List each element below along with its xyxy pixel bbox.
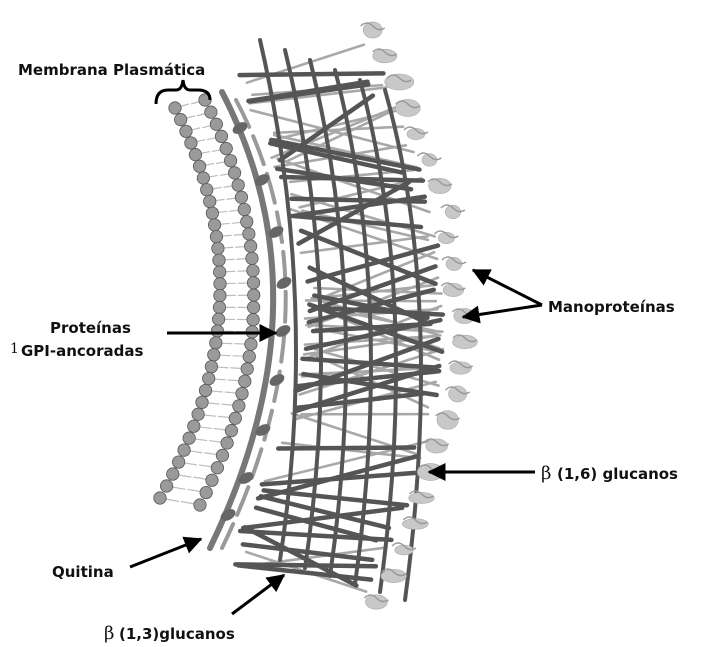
lipid-head [232,179,244,191]
mannoprotein-arrow-lower [463,305,542,317]
lipid-head [206,207,218,219]
lipid-head [200,486,212,498]
lipid-head [189,148,201,160]
lipid-head [247,313,259,325]
lipid-head [160,480,172,492]
lipid-head [247,301,259,313]
lipid-head [247,277,259,289]
lipid-head [188,420,200,432]
lipid-head [212,313,224,325]
beta-1-3-symbol: β [104,623,114,644]
lipid-head [212,242,224,254]
lipid-head [211,462,223,474]
lipid-head [213,266,225,278]
lipid-head [216,449,228,461]
lipid-head [201,184,213,196]
lipid-head [202,372,214,384]
lipid-head [194,499,206,511]
membrane-label: Membrana Plasmática [18,61,205,79]
lipid-head [229,412,241,424]
lipid-head [183,432,195,444]
mannoproteins-label: Manoproteínas [548,298,675,316]
lipid-head [169,102,181,114]
lipid-head [247,264,259,276]
plasma-membrane-bilayer [154,94,260,511]
gpi-proteins-label-line1: Proteínas [50,319,131,337]
beta-1-3-label: (1,3)glucanos [119,625,235,643]
lipid-head [192,408,204,420]
lipid-head [236,387,248,399]
mannoprotein-arrow-upper [473,270,542,305]
lipid-head [214,278,226,290]
lipid-head [180,125,192,137]
lipid-head [233,400,245,412]
lipid-head [196,396,208,408]
beta-1-3-arrow [232,575,284,614]
gpi-proteins-footnote: 1 [10,341,19,357]
lipid-head [221,437,233,449]
lipid-head [206,474,218,486]
beta-1-6-symbol: β [541,463,551,484]
lipid-head [154,492,166,504]
lipid-head [213,301,225,313]
lipid-head [204,195,216,207]
lipid-head [193,160,205,172]
lipid-head [243,228,255,240]
gpi-proteins-label-line2: GPI-ancoradas [21,342,143,360]
lipid-head [210,118,222,130]
lipid-head [208,219,220,231]
lipid-head [205,360,217,372]
lipid-head [205,106,217,118]
lipid-head [235,191,247,203]
glucan-fiber-dark [292,216,421,227]
lipid-head [224,155,236,167]
lipid-head [172,456,184,468]
lipid-head [174,113,186,125]
beta-1-6-label: (1,6) glucanos [557,465,678,483]
lipid-head [197,172,209,184]
lipid-head [210,337,222,349]
chitin-label: Quitina [52,563,114,581]
lipid-head [246,252,258,264]
lipid-head [199,384,211,396]
lipid-head [245,338,257,350]
lipid-head [239,375,251,387]
lipid-head [248,289,260,301]
lipid-head [228,167,240,179]
chitin-arrow [130,539,201,567]
lipid-head [225,424,237,436]
lipid-head [241,215,253,227]
lipid-head [208,349,220,361]
lipid-head [214,289,226,301]
lipid-head [210,230,222,242]
lipid-head [241,363,253,375]
lipid-head [185,137,197,149]
lipid-head [243,350,255,362]
lipid-head [213,254,225,266]
lipid-head [238,203,250,215]
lipid-head [244,240,256,252]
lipid-head [178,444,190,456]
lipid-head [211,325,223,337]
lipid-head [167,468,179,480]
lipid-head [215,130,227,142]
lipid-head [220,142,232,154]
